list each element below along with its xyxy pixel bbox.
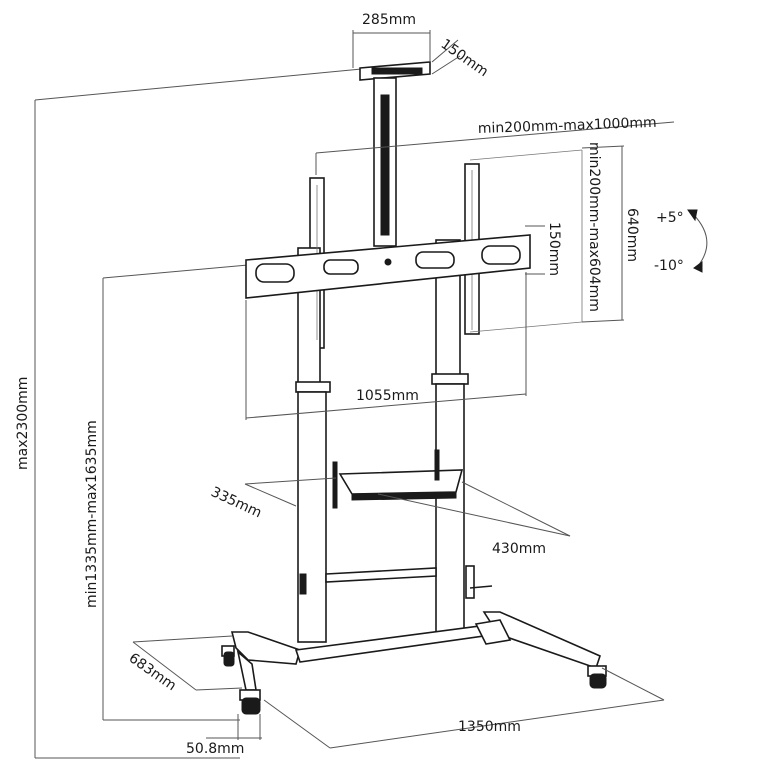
bracket-width-dimension: 1055mm <box>245 272 527 420</box>
shelf-width-label: 430mm <box>492 541 546 557</box>
caster-wheels <box>221 645 607 715</box>
screen-area: min200mm-max1000mm min200mm-max604mm 640… <box>315 115 675 333</box>
top-camera-shelf: 285mm 150mm <box>352 12 491 81</box>
total-height-label: max2300mm <box>15 377 31 470</box>
bracket-height-label: 150mm <box>546 222 562 276</box>
mount-height-dimension: min1335mm-max1635mm <box>84 264 249 721</box>
tilt-up-label: +5° <box>656 210 684 226</box>
tilt-indicator: +5° -10° <box>654 209 708 274</box>
lower-shelf: 335mm 430mm <box>208 449 571 557</box>
caster-label: 50.8mm <box>186 741 244 757</box>
tilt-down-label: -10° <box>654 258 684 274</box>
caster-right <box>587 665 607 689</box>
top-width-label: 285mm <box>362 12 416 28</box>
cross-brace <box>299 565 493 599</box>
center-column <box>373 77 397 247</box>
caster-dimension: 50.8mm <box>186 714 262 757</box>
base-frame <box>230 611 601 691</box>
caster-front-left <box>239 689 261 715</box>
bracket-width-label: 1055mm <box>356 388 419 404</box>
screen-height-label: 640mm <box>624 208 640 262</box>
mount-height-label: min1335mm-max1635mm <box>84 420 100 608</box>
mount-bracket <box>245 234 531 299</box>
total-height-dimension: max2300mm <box>15 67 373 759</box>
shelf-depth-label: 335mm <box>208 484 264 521</box>
caster-back-left <box>221 645 235 667</box>
base-width-label: 1350mm <box>458 719 521 735</box>
base-width-dimension: 1350mm <box>263 667 665 749</box>
vesa-width-label: min200mm-max1000mm <box>478 115 657 137</box>
vesa-height-label: min200mm-max604mm <box>586 142 602 312</box>
left-upright <box>295 177 331 643</box>
top-depth-label: 150mm <box>438 36 491 80</box>
